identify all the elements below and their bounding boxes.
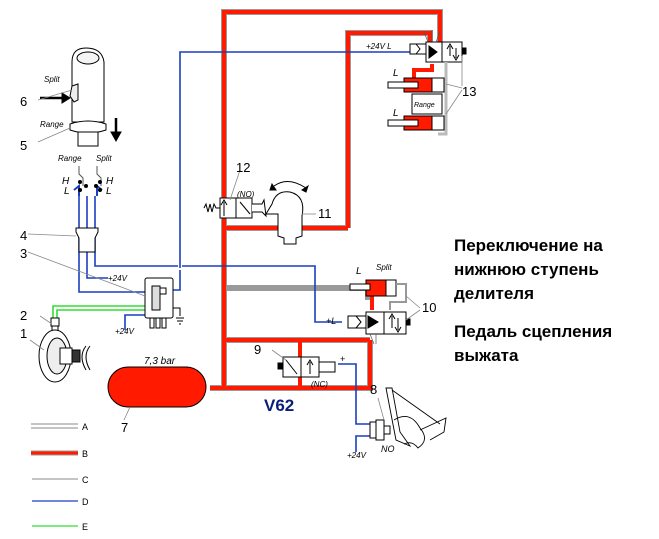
caption-line-3: делителя <box>454 284 534 303</box>
legend-key-e: E <box>82 522 88 532</box>
valve9-plus-label: + <box>340 354 345 364</box>
callout-1: 1 <box>20 326 27 341</box>
split-cylinder-label: Split <box>376 263 392 272</box>
legend-key-b: B <box>82 449 88 459</box>
leader-3 <box>27 251 146 297</box>
legend-item-a: A <box>31 422 88 432</box>
callout-10: 10 <box>422 300 436 315</box>
gear-wheel-1 <box>38 329 91 383</box>
knob-switch-wires <box>78 166 102 186</box>
legend-key-c: C <box>82 475 89 485</box>
callout-3: 3 <box>20 246 27 261</box>
legend-item-d: D <box>32 497 89 507</box>
callout-7: 7 <box>121 420 128 435</box>
callout-9: 9 <box>254 342 261 357</box>
range-cylinder-label: Range <box>414 102 435 109</box>
caption-line-5: выжата <box>454 346 519 365</box>
switch-no-label: NO <box>381 444 395 454</box>
caption-line-2: нижнюю ступень <box>454 260 599 279</box>
legend: A B C D E <box>31 422 89 532</box>
callout-12: 12 <box>236 160 250 175</box>
pressure-label: 7,3 bar <box>144 356 176 367</box>
model-label: V62 <box>264 396 294 415</box>
legend-item-e: E <box>32 522 88 532</box>
callout-13: 13 <box>462 84 476 99</box>
h-label-right: H <box>106 176 114 187</box>
split-l-label: L <box>356 266 362 277</box>
legend-item-b: B <box>31 449 88 459</box>
valve-10 <box>347 295 421 345</box>
switch-contacts <box>78 180 102 192</box>
valve-9 <box>271 349 336 378</box>
l-label-left: L <box>64 186 70 197</box>
ecu-24v-label: +24V <box>108 274 128 283</box>
callout-2: 2 <box>20 308 27 323</box>
h-label-left: H <box>62 176 70 187</box>
split-knob-label: Split <box>44 75 60 84</box>
valve9-nc-label: (NC) <box>311 380 328 389</box>
split-wire-label: Split <box>96 154 112 163</box>
l-label-right: L <box>106 186 112 197</box>
range-l-label-top: L <box>393 68 399 79</box>
valve13-24v-label: +24V L <box>366 42 392 51</box>
callout-6: 6 <box>20 94 27 109</box>
clutch-pedal <box>385 387 447 449</box>
leader-2 <box>39 315 53 325</box>
caption-clutch: Педаль сцепления выжата <box>454 320 612 368</box>
diagram-labels: Split Range Range Split H L H L +24V +24… <box>20 42 476 460</box>
control-unit-3 <box>144 277 184 329</box>
air-tank-7 <box>107 366 207 421</box>
connector-4 <box>75 227 99 253</box>
valve-12 <box>203 169 267 219</box>
gear-knob <box>37 47 122 147</box>
caption-split-shift: Переключение на нижнюю ступень делителя <box>454 234 603 306</box>
switch-24v-label: +24V <box>347 451 367 460</box>
leader-1 <box>29 339 45 351</box>
range-cylinders <box>387 56 463 136</box>
caption-line-4: Педаль сцепления <box>454 322 613 341</box>
clutch-switch-8 <box>369 397 391 441</box>
valve12-no-label: (NO) <box>237 190 255 199</box>
callout-4: 4 <box>20 228 27 243</box>
leader-4 <box>27 233 77 237</box>
legend-key-d: D <box>82 497 89 507</box>
legend-key-a: A <box>82 422 88 432</box>
range-wire-label: Range <box>58 154 82 163</box>
valve-13 <box>409 30 467 63</box>
callout-11: 11 <box>318 206 332 221</box>
legend-item-c: C <box>32 475 89 485</box>
caption-line-1: Переключение на <box>454 236 603 255</box>
electric-lines <box>73 51 418 452</box>
range-l-label-bottom: L <box>393 108 399 119</box>
callout-8: 8 <box>370 382 377 397</box>
actuator-11 <box>265 181 316 245</box>
signal-lines <box>52 305 145 318</box>
callout-5: 5 <box>20 138 27 153</box>
valve10-l-label: +L <box>326 316 336 326</box>
range-knob-label: Range <box>40 120 64 129</box>
split-cylinder <box>349 279 407 310</box>
ecu-24v-supply-label: +24V <box>115 327 135 336</box>
